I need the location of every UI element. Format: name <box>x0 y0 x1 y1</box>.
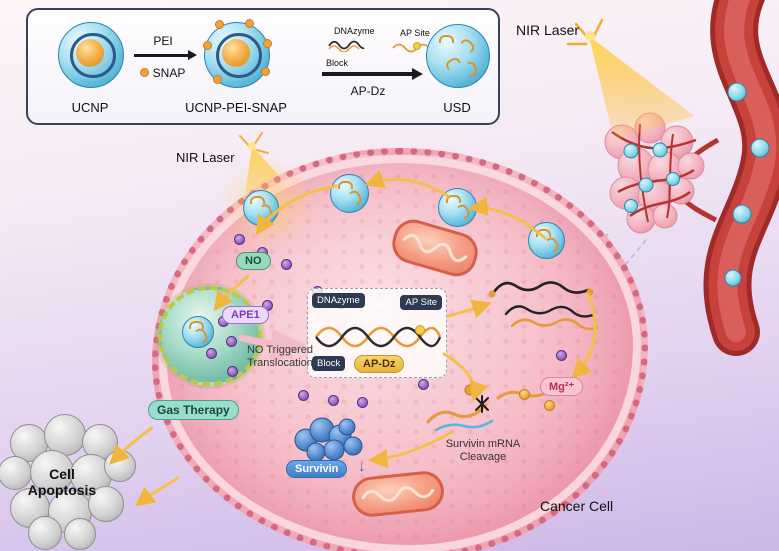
core <box>222 39 251 68</box>
pei-label: PEI <box>153 34 173 48</box>
snap-molecule-icon <box>140 68 149 77</box>
block-badge: Block <box>312 356 346 371</box>
nanoparticle <box>438 188 477 227</box>
scheme-ap-site-label: AP Site <box>400 28 430 38</box>
scheme-arrow-1 <box>134 54 188 57</box>
survivin-down-arrow: ↓ <box>358 458 366 475</box>
apdz-reaction-box: DNAzyme AP Site Block AP-Dz <box>307 288 447 378</box>
ucnp-label: UCNP <box>71 100 109 115</box>
ap-site-strand-icon <box>392 42 430 53</box>
cell-apoptosis-label: Cell Apoptosis <box>27 466 97 498</box>
nir-laser-label-cell: NIR Laser <box>176 150 235 165</box>
ucnp-pei-snap-sphere <box>203 19 272 88</box>
survivin-badge: Survivin <box>286 460 348 478</box>
dnazyme-helix <box>314 325 442 348</box>
no-badge: NO <box>236 252 271 270</box>
nanoparticle <box>330 174 369 213</box>
nanoparticle <box>243 190 279 226</box>
ucnp-shell-ring <box>69 32 116 79</box>
usd-label: USD <box>443 100 471 115</box>
blood-vessel <box>680 0 779 356</box>
ap-dz-badge: AP-Dz <box>354 355 405 373</box>
cleavage-label: Survivin mRNA Cleavage <box>445 438 521 463</box>
ape1-badge: APE1 <box>222 306 269 324</box>
mitochondrion-bottom <box>350 469 446 519</box>
ucnp-core <box>76 39 105 68</box>
mg-badge: Mg²⁺ <box>540 377 584 396</box>
endosome <box>158 286 262 386</box>
apoptotic-cell-cluster: Cell Apoptosis <box>0 408 156 550</box>
tumor-cluster <box>604 112 705 234</box>
dnazyme-strand-icon <box>328 40 365 52</box>
scheme-block-label: Block <box>326 58 349 68</box>
shell-ring <box>215 32 262 79</box>
scheme-dnazyme-label: DNAzyme <box>334 26 375 36</box>
translocation-label: NO Triggered Translocation <box>246 344 314 369</box>
nir-laser-label-right: NIR Laser <box>516 22 580 38</box>
dnazyme-badge: DNAzyme <box>312 293 365 308</box>
ap-site-badge: AP Site <box>400 295 442 310</box>
snap-label: SNAP <box>152 66 186 80</box>
ucnp-pei-snap-label: UCNP-PEI-SNAP <box>185 100 287 115</box>
nanoparticle <box>528 222 565 259</box>
nanoparticle-in-endosome <box>182 316 214 348</box>
cancer-cell-label: Cancer Cell <box>540 498 614 514</box>
ucnp-sphere <box>58 22 124 88</box>
mitochondrion-top <box>387 214 483 282</box>
scheme-arrow-2 <box>322 72 414 76</box>
nir-laser-beam-right <box>566 18 694 140</box>
scheme-ap-dz-label: AP-Dz <box>350 84 386 98</box>
usd-sphere <box>426 24 490 88</box>
gas-therapy-badge: Gas Therapy <box>148 400 239 420</box>
synthesis-scheme-box: UCNP PEI SNAP UCNP-PEI-SNAP DNAzyme AP S… <box>26 8 500 125</box>
